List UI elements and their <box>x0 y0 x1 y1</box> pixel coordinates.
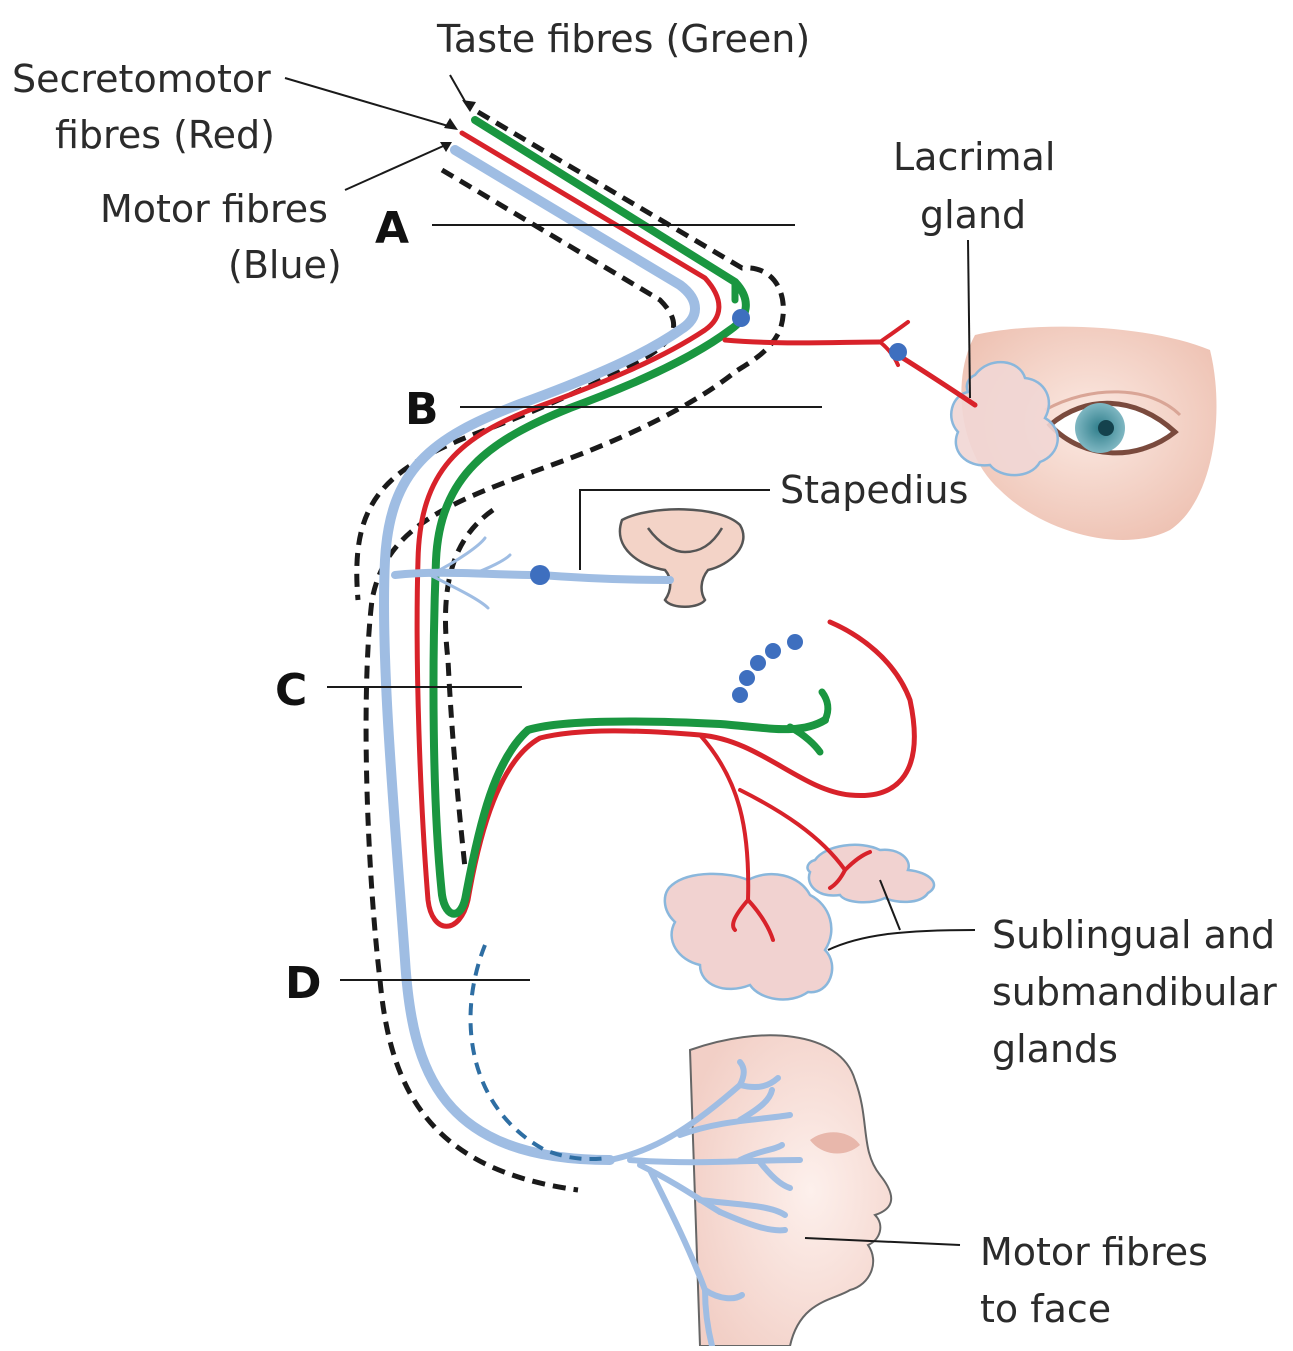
secretomotor-label-line1: Secretomotor <box>12 57 271 101</box>
pterygopalatine-ganglion-dot <box>889 343 907 361</box>
motor-pointer <box>345 143 450 190</box>
level-d-label: D <box>285 958 322 1009</box>
geniculate-ganglion-dot <box>732 309 750 327</box>
glands-label-line1: Sublingual and <box>992 913 1275 957</box>
motor-fibres-label-line1: Motor fibres <box>100 187 328 231</box>
face-motor-label-line1: Motor fibres <box>980 1230 1208 1274</box>
chorda-dashed-branch <box>471 945 608 1159</box>
taste-fibres-label: Taste fibres (Green) <box>436 17 810 61</box>
glands-label-line2: submandibular <box>992 970 1277 1014</box>
submandibular-ganglion-dots <box>732 634 803 703</box>
pointer-arrowheads <box>440 100 476 152</box>
level-b-label: B <box>405 384 439 435</box>
secretomotor-label-line2: fibres (Red) <box>55 113 275 157</box>
lacrimal-branch <box>725 282 975 405</box>
secretomotor-pointer <box>285 78 455 128</box>
stapedius-label: Stapedius <box>780 468 968 512</box>
motor-fibres-label-line2: (Blue) <box>228 243 342 287</box>
level-c-label: C <box>275 665 307 716</box>
stapedius-muscle <box>620 509 743 606</box>
level-a-label: A <box>375 203 409 254</box>
face-motor-label-line2: to face <box>980 1287 1111 1331</box>
pupil <box>1098 420 1114 436</box>
glands-pointer-a <box>828 930 975 950</box>
stapedius-ganglion-dot <box>530 565 550 585</box>
glands-label-line3: glands <box>992 1027 1118 1071</box>
lacrimal-label-line2: gland <box>920 193 1026 237</box>
lacrimal-label-line1: Lacrimal <box>893 135 1055 179</box>
nerve-bundle <box>384 120 914 1160</box>
